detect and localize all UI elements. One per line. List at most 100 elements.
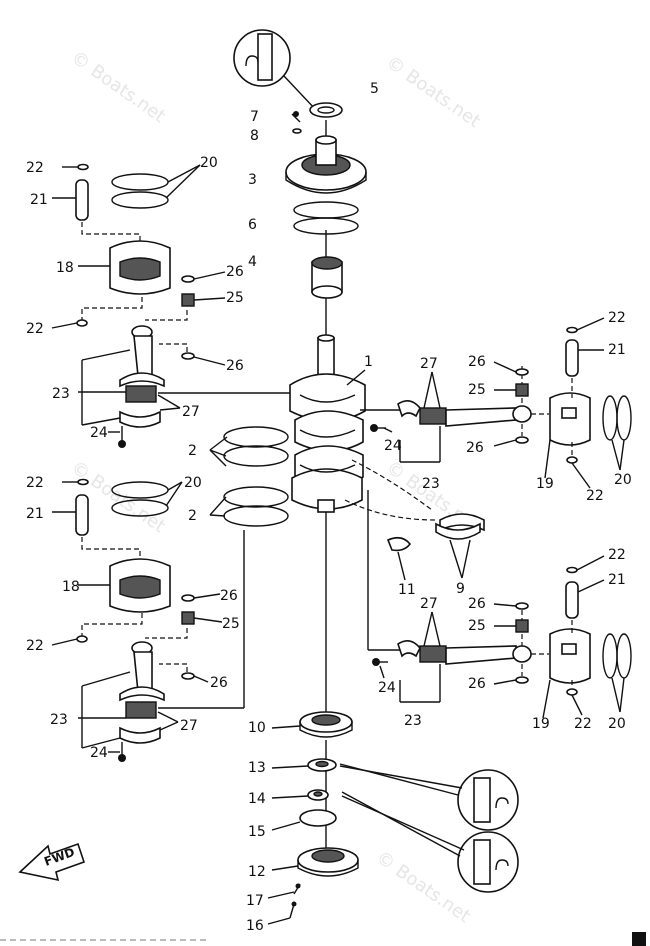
piston-18 bbox=[109, 558, 171, 613]
callout-21: 21 bbox=[608, 572, 626, 588]
callout-23: 23 bbox=[50, 712, 68, 728]
lower-bearing-housing-12 bbox=[297, 847, 359, 877]
clip-22 bbox=[566, 326, 578, 334]
o-ring-15 bbox=[299, 809, 337, 827]
callout-24: 24 bbox=[378, 680, 396, 696]
bolt-16 bbox=[289, 901, 297, 919]
upper-bearing-housing-3 bbox=[285, 135, 367, 194]
bolt-17 bbox=[293, 883, 301, 895]
callout-26: 26 bbox=[226, 358, 244, 374]
clip-22 bbox=[76, 319, 88, 327]
callout-22: 22 bbox=[574, 716, 592, 732]
callout-20: 20 bbox=[184, 475, 202, 491]
washer-26 bbox=[515, 436, 529, 444]
washer-26 bbox=[181, 352, 195, 360]
callout-26: 26 bbox=[466, 440, 484, 456]
bearing-25 bbox=[515, 383, 529, 397]
piston-19 bbox=[549, 628, 591, 684]
needle-bearing-27 bbox=[419, 645, 447, 663]
clip-22 bbox=[77, 163, 89, 171]
callout-26: 26 bbox=[220, 588, 238, 604]
callout-11: 11 bbox=[398, 582, 416, 598]
piston-19 bbox=[549, 392, 591, 446]
bolt-24 bbox=[118, 742, 126, 762]
piston-rings-20 bbox=[602, 633, 632, 679]
callout-24: 24 bbox=[90, 425, 108, 441]
callout-22: 22 bbox=[26, 475, 44, 491]
rod-cap bbox=[397, 400, 421, 418]
callout-16: 16 bbox=[246, 918, 264, 934]
needle-bearing-27 bbox=[119, 701, 161, 744]
bolt-7 bbox=[291, 111, 301, 123]
callout-1: 1 bbox=[364, 354, 373, 370]
callout-25: 25 bbox=[468, 618, 486, 634]
callout-27: 27 bbox=[420, 356, 438, 372]
callout-2: 2 bbox=[188, 443, 197, 459]
callout-7: 7 bbox=[250, 109, 259, 125]
callout-26: 26 bbox=[210, 675, 228, 691]
piston-pin-21 bbox=[565, 339, 579, 377]
callout-27: 27 bbox=[420, 596, 438, 612]
seal-rings-6 bbox=[293, 201, 359, 235]
callout-21: 21 bbox=[26, 506, 44, 522]
connecting-rod bbox=[445, 405, 532, 427]
clip-22 bbox=[76, 635, 88, 643]
bearing-25 bbox=[181, 611, 195, 625]
oil-seal-14 bbox=[307, 789, 329, 801]
bolt-24 bbox=[118, 426, 126, 448]
connecting-rod bbox=[119, 641, 165, 702]
callout-26: 26 bbox=[226, 264, 244, 280]
washer-26 bbox=[515, 602, 529, 610]
detail-circle-top bbox=[233, 29, 317, 111]
bolt-24 bbox=[370, 424, 386, 432]
needle-bearing-27 bbox=[419, 407, 447, 425]
callout-17: 17 bbox=[246, 893, 264, 909]
callout-27: 27 bbox=[182, 404, 200, 420]
piston-pin-21 bbox=[565, 581, 579, 619]
leader-line bbox=[346, 369, 366, 386]
washer-8 bbox=[292, 128, 302, 134]
callout-23: 23 bbox=[404, 713, 422, 729]
clip-22 bbox=[566, 456, 578, 464]
callout-14: 14 bbox=[248, 791, 266, 807]
callout-22: 22 bbox=[26, 160, 44, 176]
ball-bearing-10 bbox=[299, 711, 353, 738]
callout-26: 26 bbox=[468, 354, 486, 370]
piston-18 bbox=[109, 240, 171, 295]
clip-11 bbox=[386, 536, 412, 552]
callout-2: 2 bbox=[188, 508, 197, 524]
connecting-rod bbox=[445, 645, 532, 665]
clip-22 bbox=[77, 478, 89, 486]
callout-26: 26 bbox=[468, 596, 486, 612]
fwd-arrow-icon: FWD bbox=[18, 842, 86, 882]
callout-26: 26 bbox=[468, 676, 486, 692]
piston-rings-2 bbox=[223, 426, 289, 527]
watermark: © Boats.net bbox=[382, 52, 484, 132]
callout-20: 20 bbox=[614, 472, 632, 488]
callout-20: 20 bbox=[608, 716, 626, 732]
callout-5: 5 bbox=[370, 81, 379, 97]
callout-13: 13 bbox=[248, 760, 266, 776]
callout-19: 19 bbox=[536, 476, 554, 492]
piston-rings-20 bbox=[111, 173, 169, 209]
detail-circle-bottom bbox=[457, 831, 519, 893]
callout-15: 15 bbox=[248, 824, 266, 840]
washer-26 bbox=[515, 676, 529, 684]
washer-26 bbox=[181, 275, 195, 283]
callout-27: 27 bbox=[180, 718, 198, 734]
rod-cap bbox=[397, 640, 421, 658]
watermark: © Boats.net bbox=[67, 47, 169, 127]
needle-bearing-4 bbox=[311, 256, 343, 299]
needle-bearing-27 bbox=[119, 385, 161, 428]
callout-22: 22 bbox=[608, 310, 626, 326]
callout-labels: 5 7 8 3 6 4 1 22 21 20 18 26 25 22 26 23… bbox=[26, 81, 632, 934]
washer-26 bbox=[181, 672, 195, 680]
callout-18: 18 bbox=[62, 579, 80, 595]
clip-22 bbox=[566, 688, 578, 696]
callout-22: 22 bbox=[26, 321, 44, 337]
callout-25: 25 bbox=[468, 382, 486, 398]
callout-10: 10 bbox=[248, 720, 266, 736]
connecting-rod bbox=[119, 325, 165, 388]
piston-pin-21 bbox=[75, 179, 89, 221]
